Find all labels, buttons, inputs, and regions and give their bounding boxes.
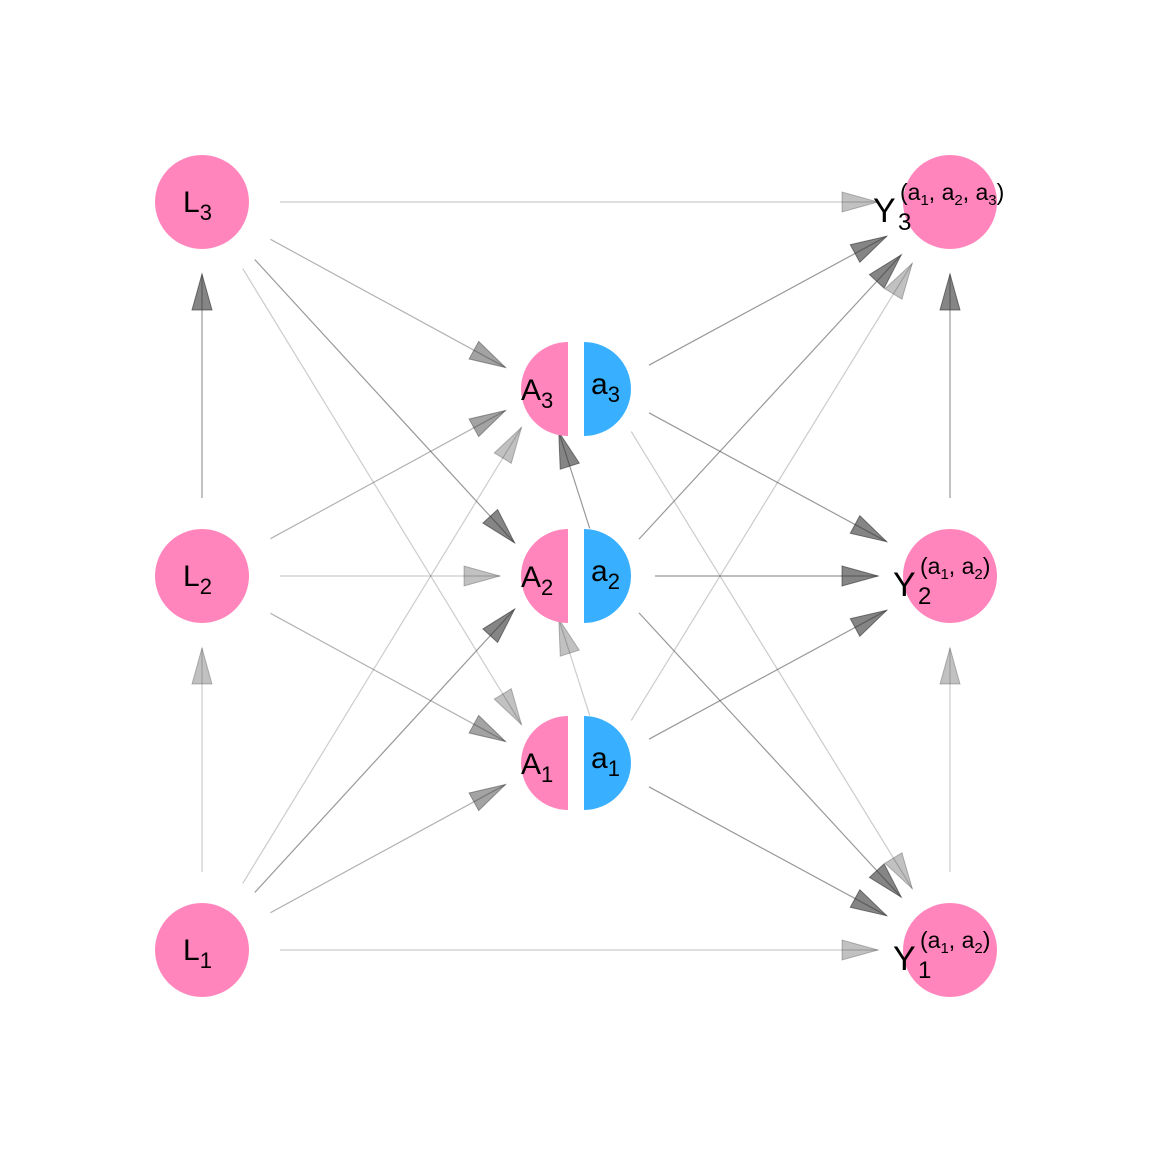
svg-text:a1: a1 — [591, 742, 620, 781]
svg-text:A3: A3 — [521, 374, 553, 413]
edge-L2-A1 — [270, 612, 508, 743]
edge-Y2-Y3 — [939, 272, 961, 498]
edge-L1-A3 — [242, 425, 523, 884]
edge-L3-A3 — [270, 238, 508, 369]
arrowhead-icon — [493, 425, 523, 465]
edge-L1-A2 — [254, 607, 516, 893]
svg-text:L3: L3 — [183, 186, 212, 225]
edge-line — [648, 412, 887, 543]
arrowhead-icon — [841, 191, 880, 213]
edge-a1-Y2 — [648, 609, 889, 740]
edge-a2-Y3 — [638, 253, 903, 540]
arrowhead-icon — [468, 783, 508, 812]
edge-a2-Y1 — [638, 612, 903, 899]
arrowhead-icon — [884, 261, 914, 301]
node-A3-split[interactable]: A3 a3 — [521, 342, 631, 436]
edge-L1-A1 — [270, 783, 508, 914]
arrowhead-icon — [849, 888, 889, 917]
node-Y2[interactable]: Y 2 (a1, a2) — [893, 529, 997, 623]
svg-text:a2: a2 — [591, 555, 620, 594]
edge-L3-Y3 — [280, 191, 880, 213]
node-L2[interactable]: L2 — [155, 529, 249, 623]
arrowhead-icon — [841, 565, 880, 587]
arrowhead-icon — [868, 863, 903, 899]
arrowhead-icon — [884, 851, 914, 891]
arrowhead-icon — [849, 235, 889, 264]
svg-text:A1: A1 — [521, 748, 553, 787]
edge-line — [242, 427, 523, 884]
edge-line — [254, 259, 516, 544]
edge-L1-Y1 — [280, 939, 880, 961]
edge-line — [638, 254, 902, 540]
node-Y1[interactable]: Y 1 (a1, a2) — [893, 903, 997, 997]
edge-L3-A1 — [242, 268, 523, 727]
svg-text:A2: A2 — [521, 561, 553, 600]
svg-text:(a1, a2): (a1, a2) — [920, 553, 990, 583]
arrowhead-icon — [468, 714, 508, 743]
arrowhead-icon — [191, 272, 213, 311]
edge-a2-Y2 — [655, 565, 880, 587]
edge-line — [270, 612, 506, 742]
edge-a3-Y1 — [630, 431, 914, 891]
arrowhead-icon — [482, 607, 516, 644]
arrowhead-icon — [493, 687, 523, 727]
edge-line — [638, 612, 902, 898]
edge-a2-A3 — [558, 430, 591, 529]
arrowhead-icon — [191, 646, 213, 685]
edge-line — [270, 784, 506, 914]
edge-a3-Y3 — [648, 235, 889, 366]
edges — [191, 191, 961, 961]
arrowhead-icon — [868, 253, 903, 289]
edge-a1-Y1 — [648, 786, 889, 917]
svg-text:1: 1 — [918, 957, 931, 984]
arrowhead-icon — [939, 272, 961, 311]
edge-L3-A2 — [254, 259, 516, 545]
arrowhead-icon — [558, 430, 581, 470]
edge-line — [648, 609, 887, 740]
svg-text:Y: Y — [873, 192, 896, 230]
svg-text:Y: Y — [893, 566, 916, 604]
node-A2-split[interactable]: A2 a2 — [521, 529, 631, 623]
svg-text:(a1, a2): (a1, a2) — [920, 927, 990, 957]
svg-text:2: 2 — [918, 583, 931, 610]
edge-L2-L3 — [191, 272, 213, 498]
edge-a1-A2 — [558, 617, 591, 716]
edge-L1-L2 — [191, 646, 213, 872]
arrowhead-icon — [558, 617, 581, 657]
edge-line — [648, 786, 887, 917]
nodes: L3 L2 L1 A3 a3 A2 a2 A1 a1 — [155, 155, 1004, 997]
arrowhead-icon — [468, 409, 508, 438]
edge-line — [270, 410, 506, 540]
edge-line — [630, 431, 913, 889]
edge-L2-A2 — [280, 565, 502, 587]
edge-a1-Y3 — [630, 261, 914, 721]
svg-text:Y: Y — [893, 940, 916, 978]
edge-line — [630, 263, 913, 721]
edge-line — [558, 618, 591, 716]
edge-line — [254, 608, 516, 893]
svg-text:a3: a3 — [591, 368, 620, 407]
node-Y3[interactable]: Y 3 (a1, a2, a3) — [873, 155, 1004, 249]
arrowhead-icon — [849, 609, 889, 638]
edge-L2-A3 — [270, 409, 508, 540]
arrowhead-icon — [463, 565, 502, 587]
arrowhead-icon — [939, 646, 961, 685]
edge-line — [270, 238, 506, 368]
edge-a3-Y2 — [648, 412, 889, 543]
node-A1-split[interactable]: A1 a1 — [521, 716, 631, 810]
edge-Y1-Y2 — [939, 646, 961, 872]
svg-text:(a1, a2, a3): (a1, a2, a3) — [900, 179, 1004, 209]
arrowhead-icon — [482, 508, 516, 545]
svg-text:L1: L1 — [183, 934, 212, 973]
edge-line — [648, 235, 887, 366]
arrowhead-icon — [849, 514, 889, 543]
node-L3[interactable]: L3 — [155, 155, 249, 249]
arrowhead-icon — [841, 939, 880, 961]
edge-line — [242, 268, 523, 725]
arrowhead-icon — [468, 340, 508, 369]
node-L1[interactable]: L1 — [155, 903, 249, 997]
svg-text:3: 3 — [898, 209, 911, 236]
svg-text:L2: L2 — [183, 560, 212, 599]
